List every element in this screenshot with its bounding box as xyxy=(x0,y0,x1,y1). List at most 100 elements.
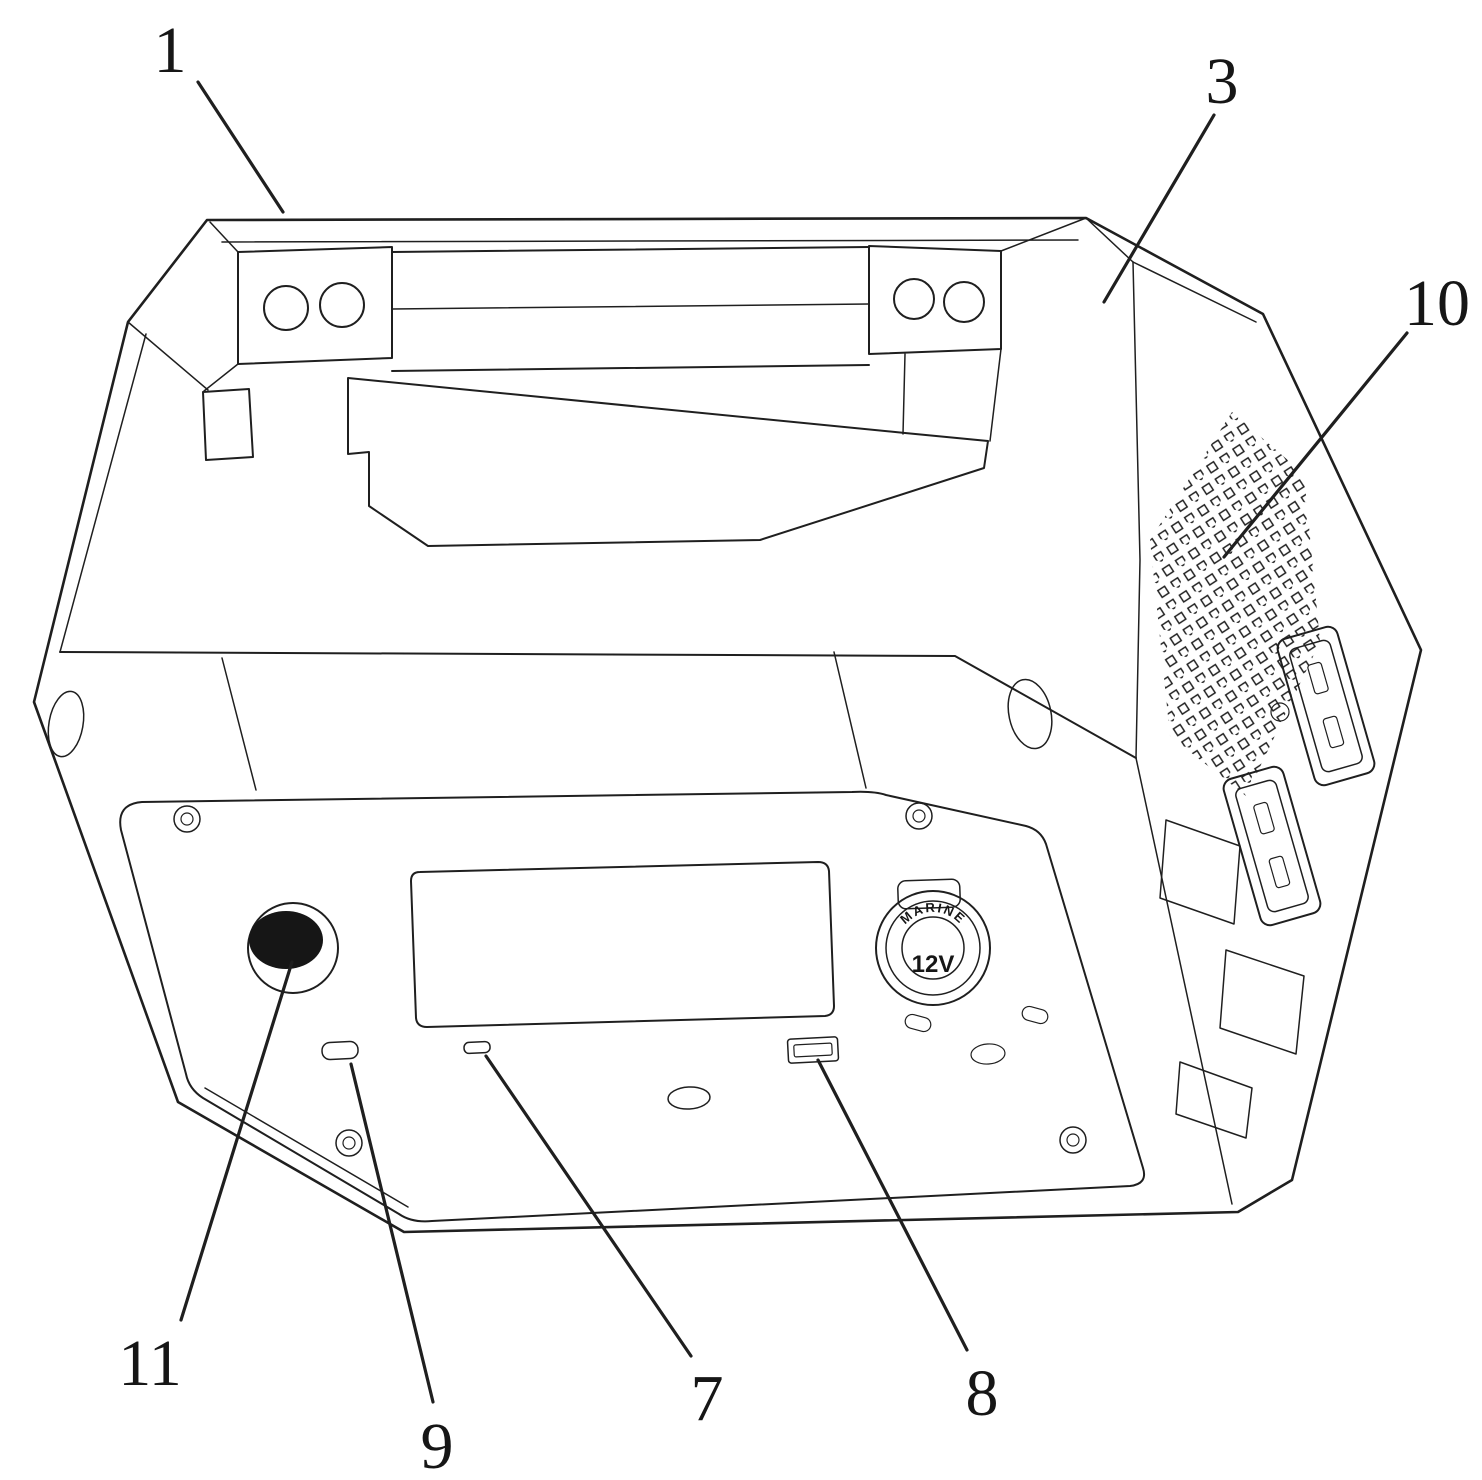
bracket-left-hole-2 xyxy=(319,282,365,328)
socket-12v: MARINE 12V xyxy=(875,878,1049,1065)
screw-top-left xyxy=(173,805,201,833)
bracket-right-edge-line-3 xyxy=(989,348,1002,442)
top-right-corner-line xyxy=(1085,217,1134,263)
bracket-right-edge-line-2 xyxy=(902,353,906,435)
vent-grid xyxy=(1150,412,1320,796)
right-face-recess-3 xyxy=(1175,1061,1253,1139)
bracket-right xyxy=(868,217,1087,442)
rating-label-plate xyxy=(410,861,835,1028)
screw-bottom-right-center xyxy=(1066,1133,1080,1147)
leader-line-3 xyxy=(1102,113,1216,304)
top-left-corner-line xyxy=(127,321,209,391)
socket-oval-cutout xyxy=(970,1043,1006,1065)
socket-cap-tab xyxy=(897,878,961,910)
ac-outlet-upper-face xyxy=(1289,639,1363,773)
bracket-right-edge-line-1 xyxy=(1000,217,1087,252)
ac-outlet-lower-face xyxy=(1235,779,1309,913)
carry-handle xyxy=(391,246,870,372)
right-face-recess-2 xyxy=(1219,949,1305,1055)
callout-3: 3 xyxy=(1102,45,1239,304)
pinhole-slot xyxy=(463,1040,491,1055)
top-left-slot xyxy=(202,388,254,461)
ac-outlet-upper-slot-1 xyxy=(1307,661,1329,695)
ac-outlet-upper-slot-2 xyxy=(1322,715,1345,749)
top-face xyxy=(202,217,1087,547)
ref-label-7: 7 xyxy=(691,1362,724,1435)
chamfer-recess-right-edge xyxy=(833,651,867,789)
screw-bottom-right xyxy=(1059,1126,1087,1154)
body-outline xyxy=(32,216,1423,1234)
bracket-left-edge-line-2 xyxy=(203,363,239,392)
leader-line-8 xyxy=(816,1058,969,1352)
drain-hole-ring xyxy=(247,902,339,994)
right-face-boundary-line xyxy=(1132,261,1141,759)
right-face xyxy=(1150,412,1376,1139)
bottom-left-chamfer-inner-line xyxy=(204,1087,409,1208)
callout-10: 10 xyxy=(1222,267,1470,559)
ac-outlet-lower-bezel xyxy=(1222,765,1322,927)
chamfer-oval-hole-right xyxy=(1007,678,1053,750)
chamfer-recess-left-edge xyxy=(221,657,257,791)
screw-top-right xyxy=(905,802,933,830)
drain-hole xyxy=(247,902,339,994)
reset-slot xyxy=(321,1040,359,1061)
center-oval-slot xyxy=(667,1086,711,1110)
callout-1: 1 xyxy=(154,14,285,214)
leader-line-10 xyxy=(1222,331,1409,559)
callout-11: 11 xyxy=(118,960,294,1400)
chamfer-upper-edge xyxy=(59,651,1137,759)
socket-foot-right xyxy=(1021,1005,1049,1025)
bracket-left-plate xyxy=(237,246,393,365)
device-body: MARINE 12V xyxy=(32,216,1423,1234)
handle-top-edge xyxy=(391,246,870,253)
screw-bottom-left-center xyxy=(342,1136,356,1150)
ref-label-9: 9 xyxy=(421,1410,454,1480)
usb-port xyxy=(786,1036,840,1064)
ref-label-11: 11 xyxy=(118,1327,182,1400)
drain-hole-opening xyxy=(249,911,323,969)
callout-8: 8 xyxy=(816,1058,999,1430)
vent-indicator-hole xyxy=(1270,702,1290,722)
panel-screws xyxy=(173,802,1087,1157)
ref-label-3: 3 xyxy=(1206,45,1239,118)
leader-line-9 xyxy=(349,1062,435,1404)
front-panel-outline xyxy=(119,790,1146,1223)
bracket-right-hole-1 xyxy=(893,278,935,320)
ac-outlet-lower-slot-1 xyxy=(1253,801,1275,835)
socket-mid-ring xyxy=(885,900,981,996)
left-edge-inner-line xyxy=(59,333,147,653)
leader-line-7 xyxy=(484,1054,693,1358)
top-rim-line xyxy=(221,239,1079,243)
right-chamfer-strip-edge xyxy=(1135,757,1233,1205)
socket-voltage-text: 12V xyxy=(912,951,955,978)
usb-port-tongue xyxy=(793,1042,833,1058)
handle-mid-edge xyxy=(391,303,870,310)
handle-recess xyxy=(202,377,989,547)
screw-top-left-center xyxy=(180,812,194,826)
handle-recess-outline xyxy=(347,377,989,547)
callouts: 1 3 10 11 9 7 8 xyxy=(118,14,1470,1480)
panel-slots xyxy=(321,1036,840,1110)
leader-line-1 xyxy=(196,80,285,214)
front-chamfer-band xyxy=(47,651,1233,1205)
ac-outlet-upper-bezel xyxy=(1276,625,1376,787)
leader-line-11 xyxy=(179,960,294,1322)
ac-outlet-lower-slot-2 xyxy=(1268,855,1291,889)
right-upper-inner-line xyxy=(1132,261,1257,323)
screw-top-right-center xyxy=(912,809,926,823)
socket-inner-ring xyxy=(901,916,965,980)
ac-outlet-upper xyxy=(1276,625,1376,787)
bracket-right-plate xyxy=(868,245,1002,355)
socket-outer-ring xyxy=(875,890,991,1006)
ref-label-1: 1 xyxy=(154,14,187,87)
callout-9: 9 xyxy=(349,1062,454,1480)
bracket-left-edge-line-1 xyxy=(209,221,239,253)
bracket-left xyxy=(203,221,393,392)
ac-outlet-lower xyxy=(1222,765,1322,927)
chamfer-oval-hole-left xyxy=(47,690,85,758)
screw-bottom-left xyxy=(335,1129,363,1157)
callout-7: 7 xyxy=(484,1054,724,1435)
bracket-right-hole-2 xyxy=(943,281,985,323)
